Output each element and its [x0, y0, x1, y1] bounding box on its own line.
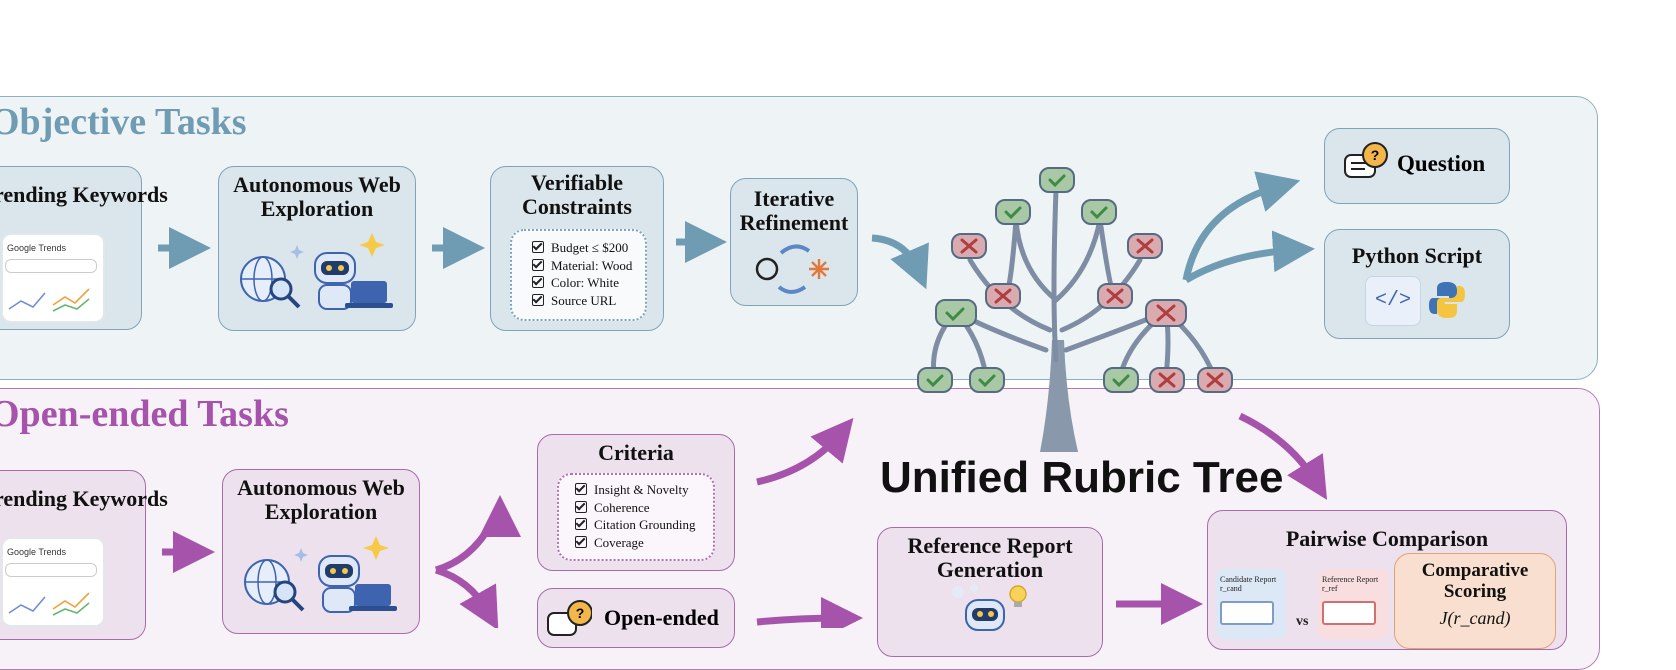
- question-label: Question: [1397, 151, 1486, 176]
- open-keywords-box: Trending Keywords Google Trends: [0, 470, 168, 640]
- criteria-title: Criteria: [598, 440, 674, 465]
- criteria-list: Insight & Novelty Coherence Citation Gro…: [557, 473, 715, 561]
- arrow-tree-to-python: [1184, 230, 1315, 284]
- robot-idea-icon: [952, 584, 1027, 631]
- criteria-item: Citation Grounding: [575, 516, 713, 534]
- constraints-title: Verifiable Constraints: [521, 170, 632, 219]
- iterative-refinement-box: Iterative Refinement: [730, 178, 858, 306]
- criteria-item: Coverage: [575, 534, 713, 552]
- svg-text:?: ?: [1371, 147, 1380, 163]
- criteria-box: Criteria Insight & Novelty Coherence Cit…: [537, 434, 735, 571]
- vs-label: vs: [1296, 614, 1309, 629]
- open-ended-question-label: Open-ended: [604, 605, 719, 630]
- google-trends-label: Google Trends: [7, 243, 67, 253]
- checkbox-icon: [532, 258, 544, 271]
- question-output-box: ? Question: [1324, 128, 1510, 204]
- document-icon: [1220, 601, 1274, 625]
- criteria-item: Coherence: [575, 499, 713, 517]
- checkbox-icon: [575, 535, 587, 548]
- reference-report-title: Reference Report Generation: [907, 533, 1073, 582]
- objective-section-title: Objective Tasks: [0, 101, 247, 143]
- checkbox-icon: [532, 276, 544, 288]
- rubric-tree-icon: [917, 167, 1233, 452]
- open-keywords-title: Trending Keywords: [0, 486, 168, 511]
- objective-google-trends-widget: Google Trends: [1, 233, 105, 323]
- objective-keywords-box: Trending Keywords Google Trends: [0, 166, 168, 330]
- trend-lines-icon: [8, 288, 90, 312]
- open-web-exploration-box: Autonomous Web Exploration: [222, 469, 420, 634]
- svg-text:?: ?: [576, 605, 585, 621]
- comparative-scoring-title: Comparative Scoring: [1421, 560, 1529, 602]
- reference-report-card: Reference Report r_ref: [1318, 569, 1388, 639]
- constraint-item: Source URL: [532, 292, 645, 310]
- diagram-connectors: [158, 167, 1328, 628]
- constraints-list: Budget ≤ $200 Material: Wood Color: Whit…: [510, 229, 647, 321]
- arrow-tree-to-question: [1182, 171, 1301, 281]
- scoring-formula: J(r_cand): [1439, 608, 1511, 628]
- checkbox-icon: [532, 293, 544, 306]
- refinement-title: Iterative Refinement: [739, 186, 849, 235]
- code-icon: </>: [1365, 276, 1421, 326]
- pairwise-title: Pairwise Comparison: [1285, 526, 1489, 551]
- criteria-item: Insight & Novelty: [575, 481, 713, 499]
- arrow-tree-to-pairwise: [1238, 412, 1328, 500]
- question-chat-icon: ?: [1344, 142, 1388, 178]
- candidate-report-label: Candidate Report r_cand: [1220, 575, 1277, 593]
- unified-rubric-tree-title: Unified Rubric Tree: [880, 453, 1284, 502]
- document-icon: [1322, 601, 1376, 625]
- constraint-item: Material: Wood: [532, 257, 645, 275]
- trends-search-bar: [5, 563, 97, 577]
- open-web-title: Autonomous Web Exploration: [237, 475, 405, 524]
- constraint-item: Color: White: [532, 274, 645, 292]
- trend-lines-icon: [8, 592, 90, 616]
- verifiable-constraints-box: Verifiable Constraints Budget ≤ $200 Mat…: [490, 166, 664, 331]
- refinement-cycle-icon: [755, 244, 829, 294]
- google-trends-label: Google Trends: [7, 547, 67, 557]
- arrow-web-to-open-question: [434, 566, 499, 628]
- arrow-refinement-to-tree: [871, 234, 929, 290]
- python-script-label: Python Script: [1351, 243, 1483, 268]
- python-script-output-box: Python Script </>: [1324, 229, 1510, 339]
- open-ended-section-title: Open-ended Tasks: [0, 393, 289, 435]
- candidate-report-card: Candidate Report r_cand: [1216, 569, 1286, 639]
- python-logo-icon: [1429, 282, 1465, 318]
- globe-robot-icon: [240, 233, 393, 310]
- objective-web-exploration-box: Autonomous Web Exploration: [218, 166, 416, 331]
- arrow-open-question-to-tree: [756, 597, 863, 628]
- objective-keywords-title: Trending Keywords: [0, 182, 168, 207]
- arrow-criteria-to-tree: [756, 417, 854, 486]
- checkbox-icon: [532, 241, 544, 253]
- arrow-web-to-criteria: [434, 495, 521, 574]
- objective-web-title: Autonomous Web Exploration: [233, 172, 401, 221]
- checkbox-icon: [575, 518, 587, 530]
- checkbox-icon: [575, 500, 587, 513]
- open-google-trends-widget: Google Trends: [1, 537, 105, 627]
- constraint-item: Budget ≤ $200: [532, 239, 645, 257]
- checkbox-icon: [575, 483, 587, 495]
- reference-report-label: Reference Report r_ref: [1322, 575, 1379, 593]
- globe-robot-icon: [244, 536, 397, 613]
- trends-search-bar: [5, 259, 97, 273]
